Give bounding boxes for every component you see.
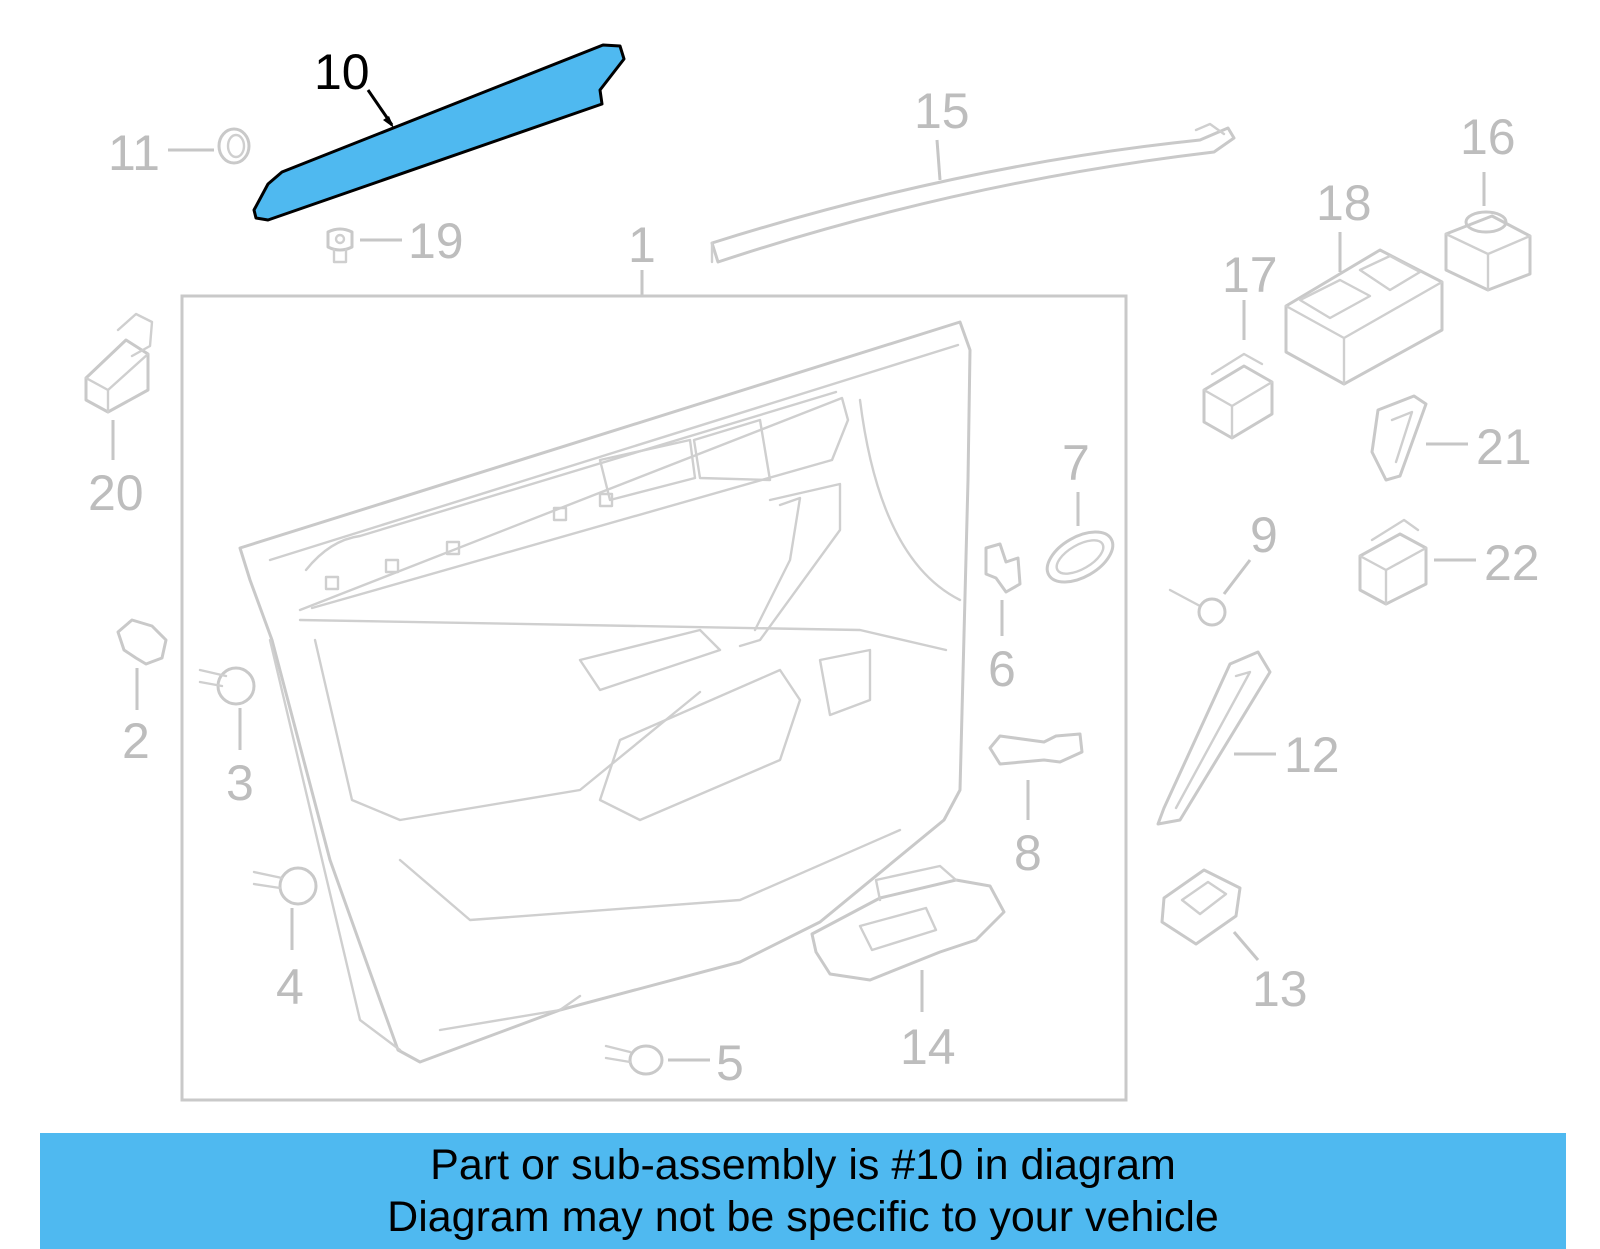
- part-17: [1202, 352, 1274, 440]
- callout-1: 1: [628, 217, 656, 273]
- callout-11: 11: [108, 125, 160, 181]
- info-banner: Part or sub-assembly is #10 in diagram D…: [40, 1133, 1566, 1249]
- part-8: [988, 732, 1084, 766]
- part-3: [198, 666, 256, 706]
- callout-14: 14: [900, 1019, 956, 1075]
- part-2: [116, 618, 168, 666]
- part-10-highlighted[interactable]: [252, 43, 626, 222]
- callout-8: 8: [1014, 825, 1042, 881]
- part-18: [1284, 248, 1444, 386]
- callout-9: 9: [1250, 507, 1278, 563]
- part-11: [217, 127, 251, 165]
- part-7: [1045, 530, 1115, 584]
- part-13: [1160, 868, 1242, 946]
- callout-15: 15: [914, 83, 970, 139]
- part-4: [252, 866, 318, 906]
- callout-7: 7: [1062, 435, 1090, 491]
- callout-22: 22: [1484, 535, 1540, 591]
- callout-10: 10: [314, 44, 370, 100]
- part-6: [984, 542, 1022, 594]
- part-12: [1156, 650, 1272, 826]
- callout-19: 19: [408, 213, 464, 269]
- banner-line-2: Diagram may not be specific to your vehi…: [387, 1193, 1219, 1241]
- part-15: [710, 122, 1236, 264]
- banner-line-1: Part or sub-assembly is #10 in diagram: [430, 1141, 1176, 1189]
- callout-21: 21: [1476, 419, 1532, 475]
- callout-4: 4: [276, 959, 304, 1015]
- leader-15: [935, 139, 942, 181]
- callout-16: 16: [1460, 109, 1516, 165]
- callout-3: 3: [226, 755, 254, 811]
- part-1-door-trim-panel: [238, 320, 972, 1064]
- callout-6: 6: [988, 641, 1016, 697]
- assembly-box: [180, 294, 1128, 1102]
- part-22: [1358, 518, 1428, 606]
- callout-18: 18: [1316, 175, 1372, 231]
- callout-20: 20: [88, 465, 144, 521]
- arrowhead-10: [383, 116, 394, 128]
- leader-13: [1232, 931, 1260, 961]
- callout-17: 17: [1222, 247, 1278, 303]
- part-20: [84, 312, 154, 414]
- callout-13: 13: [1252, 961, 1308, 1017]
- callout-5: 5: [716, 1035, 744, 1091]
- callout-12: 12: [1284, 727, 1340, 783]
- callout-2: 2: [122, 713, 150, 769]
- part-9: [1168, 588, 1227, 627]
- part-5: [604, 1044, 664, 1076]
- part-19: [326, 227, 354, 264]
- part-16: [1444, 210, 1532, 292]
- part-14: [810, 864, 1006, 982]
- part-21: [1370, 394, 1428, 482]
- leader-9: [1222, 559, 1252, 595]
